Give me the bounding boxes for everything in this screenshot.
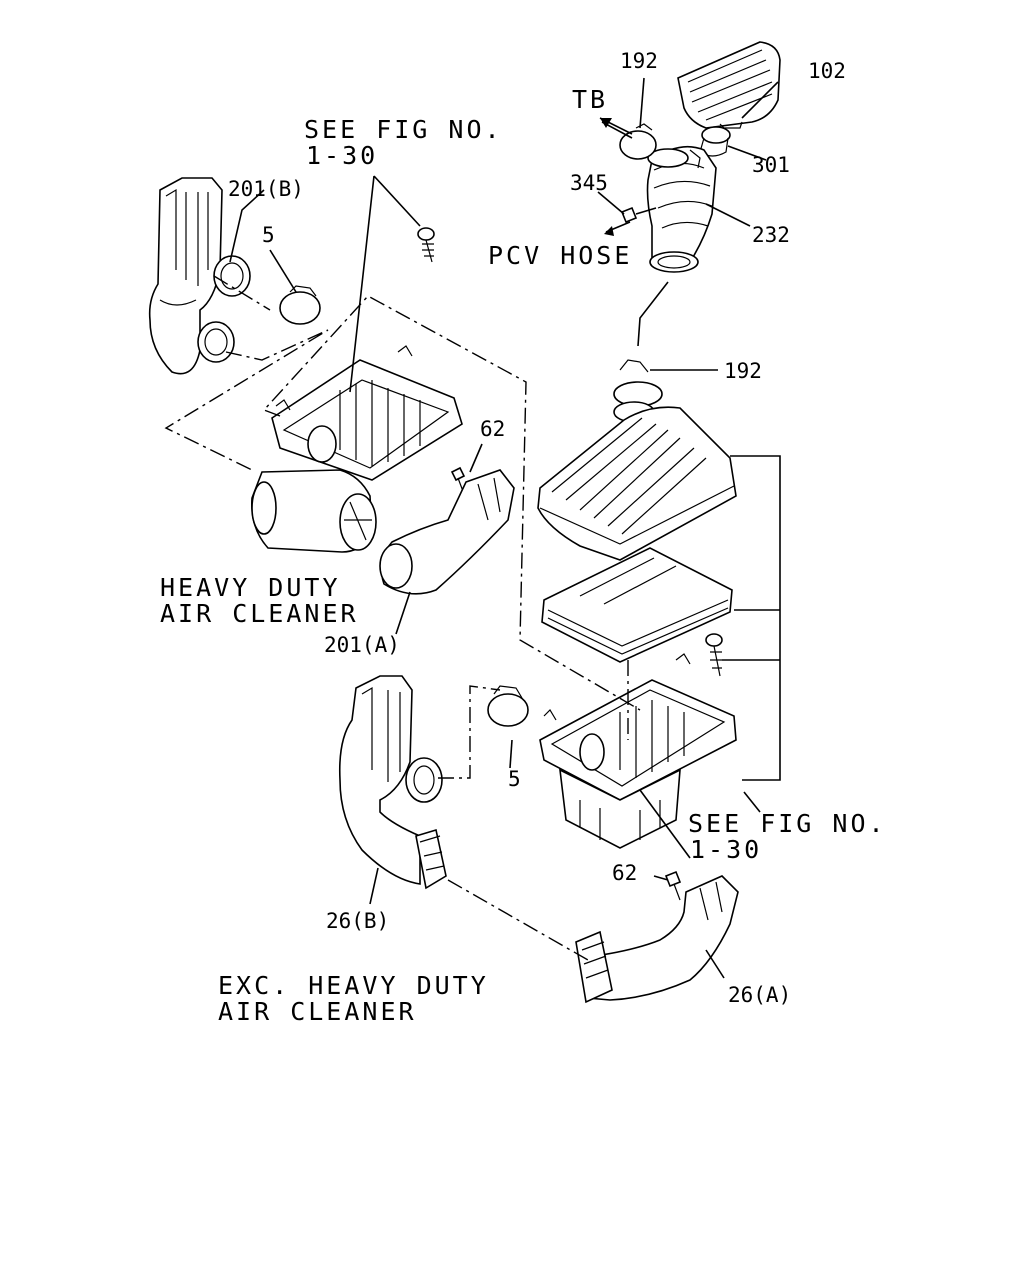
heavy-duty-housing xyxy=(271,345,463,481)
air-cleaner-cover xyxy=(537,406,737,561)
part-number-345: 345 xyxy=(570,171,608,195)
part-number-201b: 201(B) xyxy=(228,177,304,201)
part-345-fitting xyxy=(620,206,657,224)
part-201a-duct xyxy=(379,469,515,595)
part-number-62-top: 62 xyxy=(480,417,505,441)
exc-heavy-title-line2: AIR CLEANER xyxy=(218,997,417,1026)
part-232-resonator-duct xyxy=(646,145,717,273)
heavy-duty-title-line1: HEAVY DUTY xyxy=(160,573,341,602)
pcv-arrowhead-icon xyxy=(604,226,614,236)
captions: SEE FIG NO. 1-30 SEE FIG NO. 1-30 HEAVY … xyxy=(160,85,887,1026)
see-fig-right-line2: 1-30 xyxy=(690,835,762,864)
see-fig-top-line2: 1-30 xyxy=(306,141,378,170)
hose-connector-lower xyxy=(197,321,235,363)
part-number-232: 232 xyxy=(752,223,790,247)
part-5-clamp-bottom xyxy=(487,685,529,727)
part-192-clamp-top xyxy=(619,123,657,160)
part-number-102: 102 xyxy=(808,59,846,83)
exc-heavy-title-line1: EXC. HEAVY DUTY xyxy=(218,971,489,1000)
part-26b-duct xyxy=(338,675,447,890)
part-201b-elbow-duct xyxy=(148,177,223,375)
part-bolt-right xyxy=(705,633,723,677)
heavy-duty-title-line2: AIR CLEANER xyxy=(160,599,359,628)
part-number-62-bottom: 62 xyxy=(612,861,637,885)
part-number-5-top: 5 xyxy=(262,223,275,247)
part-numbers: 102 192 301 345 232 192 201(B) 5 62 201(… xyxy=(228,49,846,1007)
tb-label: TB xyxy=(572,85,608,114)
part-number-5-bottom: 5 xyxy=(508,767,521,791)
part-number-26a: 26(A) xyxy=(728,983,791,1007)
part-number-26b: 26(B) xyxy=(326,909,389,933)
dash-dot-lines xyxy=(164,275,641,961)
part-number-201a: 201(A) xyxy=(324,633,400,657)
standard-housing xyxy=(539,653,737,849)
part-number-192-top: 192 xyxy=(620,49,658,73)
part-bolt-heavy xyxy=(417,227,435,263)
part-number-301: 301 xyxy=(752,153,790,177)
leader-lines xyxy=(229,77,781,979)
part-62-bolt-bottom xyxy=(664,870,682,901)
part-5-clamp-top xyxy=(279,285,321,325)
heavy-duty-canister xyxy=(251,469,377,553)
air-filter-element xyxy=(541,547,733,663)
see-fig-top-line1: SEE FIG NO. xyxy=(304,115,503,144)
part-102-cap xyxy=(677,41,781,129)
pcv-hose-label: PCV HOSE xyxy=(488,241,632,270)
part-number-192-mid: 192 xyxy=(724,359,762,383)
hose-connector-upper xyxy=(213,255,251,297)
see-fig-right-line1: SEE FIG NO. xyxy=(688,809,887,838)
part-26a-duct xyxy=(575,875,739,1004)
tb-arrowhead-icon xyxy=(600,118,612,128)
arrow-icons xyxy=(599,117,633,236)
